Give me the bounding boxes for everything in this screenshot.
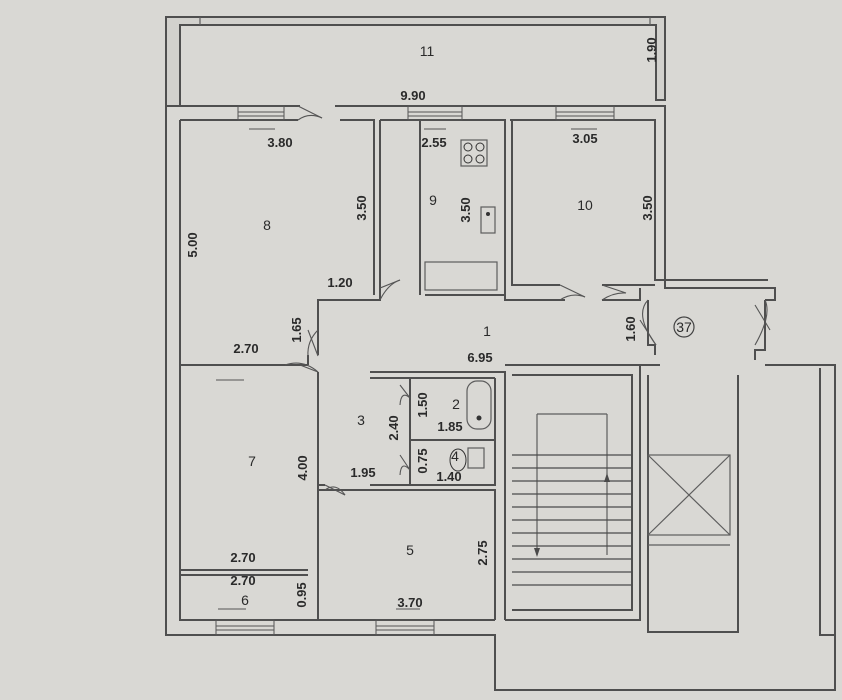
room-2-label: 2 — [452, 396, 460, 412]
dim-room8-inner-height: 3.50 — [354, 195, 369, 220]
dim-room8-offset: 1.20 — [327, 275, 352, 290]
bath-fixtures — [449, 380, 492, 472]
dim-room6-width: 2.70 — [230, 573, 255, 588]
interior-walls — [179, 119, 660, 620]
dim-room2-width: 1.85 — [437, 419, 462, 434]
dim-balcony-depth: 1.90 — [644, 37, 659, 62]
room-11-label: 11 — [420, 43, 435, 59]
room-10-label: 10 — [577, 197, 593, 213]
room-7-label: 7 — [248, 453, 256, 469]
dim-room10-height: 3.50 — [640, 195, 655, 220]
dim-room5-height: 2.75 — [475, 540, 490, 565]
dim-room9-height: 3.50 — [458, 197, 473, 222]
dim-room4-height: 0.75 — [415, 448, 430, 473]
room-6-label: 6 — [241, 592, 249, 608]
room-3-label: 3 — [357, 412, 365, 428]
stair-elevator-block — [505, 364, 739, 633]
room-4-label: 4 — [451, 448, 459, 464]
dim-top-length: 9.90 — [400, 88, 425, 103]
doors — [284, 105, 771, 496]
dim-hall-width: 6.95 — [467, 350, 492, 365]
room-8-label: 8 — [263, 217, 271, 233]
room-37-label: 37 — [676, 319, 692, 335]
room-9-label: 9 — [429, 192, 437, 208]
dim-room2-height: 1.50 — [415, 392, 430, 417]
windows — [215, 105, 615, 636]
lobby-37-area — [647, 300, 766, 360]
dim-room3-width: 1.95 — [350, 465, 375, 480]
dim-room4-width: 1.40 — [436, 469, 461, 484]
dim-room10-width: 3.05 — [572, 131, 597, 146]
dim-room6-height: 0.95 — [294, 582, 309, 607]
balcony-11 — [165, 16, 666, 106]
room-1-label: 1 — [483, 323, 491, 339]
dim-room7-height: 4.00 — [295, 455, 310, 480]
kitchen-fixtures — [460, 139, 496, 234]
dim-lobby-height: 1.60 — [623, 316, 638, 341]
dim-room7-top-width: 2.70 — [233, 341, 258, 356]
dim-room8-width: 3.80 — [267, 135, 292, 150]
dim-room7-bottom-width: 2.70 — [230, 550, 255, 565]
room-5-label: 5 — [406, 542, 414, 558]
dim-room8-height: 5.00 — [185, 232, 200, 257]
dim-room5-width: 3.70 — [397, 595, 422, 610]
dim-hall-height: 1.65 — [289, 317, 304, 342]
dim-room9-width: 2.55 — [421, 135, 446, 150]
dim-room3-height: 2.40 — [386, 415, 401, 440]
